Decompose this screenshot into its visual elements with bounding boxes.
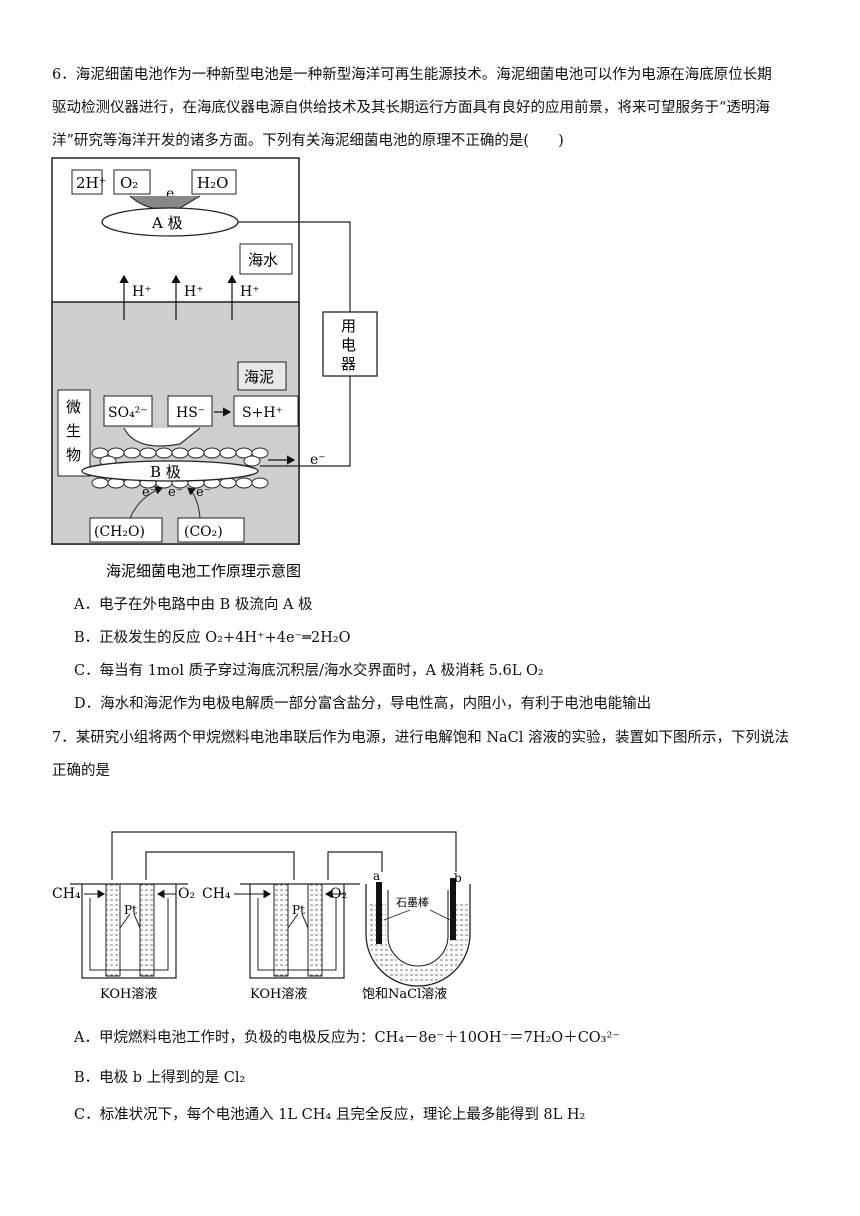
hs-label: HS⁻ bbox=[176, 405, 205, 421]
hs-box bbox=[167, 395, 213, 427]
o2-label-1: O₂ bbox=[178, 886, 195, 902]
external-electron-label: e⁻ bbox=[310, 452, 326, 468]
o2-box bbox=[113, 169, 151, 195]
co2-label: (CO₂) bbox=[184, 524, 223, 540]
electron-label-1: e⁻ bbox=[142, 485, 157, 500]
graphite-label: 石墨棒 bbox=[396, 895, 429, 909]
fuel-cell-1 bbox=[70, 883, 188, 979]
q7-line-2: 正确的是 bbox=[52, 763, 110, 779]
pt-label-2: Pt bbox=[292, 903, 305, 917]
u-tube-cell bbox=[365, 884, 471, 987]
h2plus-box bbox=[71, 169, 103, 195]
h-plus-label-3: H⁺ bbox=[240, 284, 260, 300]
e-label: e bbox=[166, 186, 174, 202]
h2o-box bbox=[191, 169, 237, 195]
ch4-label-2: CH₄ bbox=[202, 886, 231, 902]
microbe-box bbox=[57, 389, 91, 477]
q6-line-2: 驱动检测仪器进行，在海底仪器电源自供给技术及其长期运行方面具有良好的应用前景，将… bbox=[52, 100, 770, 116]
fuel-cell-2 bbox=[240, 883, 360, 979]
pt-label-1: Pt bbox=[124, 903, 137, 917]
sea-mud-battery-diagram: 2H⁺ O₂ e H₂O A 极 用 电 器 海水 H⁺ H⁺ H⁺ 海泥 微 … bbox=[51, 157, 378, 580]
electrode-b-label: B 极 bbox=[150, 463, 181, 481]
o2-label: O₂ bbox=[120, 174, 138, 192]
electrode-a bbox=[376, 882, 382, 944]
q7-option-a: A．甲烷燃料电池工作时，负极的电极反应为：CH₄－8e⁻＋10OH⁻＝7H₂O＋… bbox=[74, 1030, 620, 1046]
koh-label-2: KOH溶液 bbox=[250, 987, 307, 1002]
koh-label-1: KOH溶液 bbox=[100, 987, 157, 1002]
load-label-1: 用 bbox=[341, 317, 356, 335]
sea-mud-label: 海泥 bbox=[244, 368, 274, 386]
co2-box bbox=[177, 517, 245, 543]
electrode-b bbox=[450, 878, 456, 940]
load-box bbox=[322, 311, 378, 377]
sea-mud-box bbox=[237, 361, 287, 391]
h2plus-label: 2H⁺ bbox=[76, 174, 107, 192]
electron-label-2: e⁻ bbox=[168, 485, 183, 500]
ch4-label-1: CH₄ bbox=[52, 886, 81, 902]
ch2o-box bbox=[89, 517, 163, 543]
q6-option-c: C．每当有 1mol 质子穿过海底沉积层/海水交界面时，A 极消耗 5.6L O… bbox=[74, 663, 544, 679]
microbe-label-2: 生 bbox=[66, 422, 81, 440]
load-label-3: 器 bbox=[341, 355, 356, 373]
electrode-b-label: b bbox=[454, 871, 462, 885]
electrode-b bbox=[81, 460, 259, 482]
q6-line-1: 6．海泥细菌电池作为一种新型电池是一种新型海洋可再生能源技术。海泥细菌电池可以作… bbox=[52, 67, 772, 83]
load-label-2: 电 bbox=[341, 336, 356, 354]
q6-option-b: B．正极发生的反应 O₂+4H⁺+4e⁻═2H₂O bbox=[74, 630, 351, 646]
seawater-box bbox=[239, 243, 293, 275]
h-plus-label-1: H⁺ bbox=[132, 284, 152, 300]
q7-option-c: C．标准状况下，每个电池通入 1L CH₄ 且完全反应，理论上最多能得到 8L … bbox=[74, 1107, 586, 1123]
diagram-caption: 海泥细菌电池工作原理示意图 bbox=[106, 562, 301, 580]
q6-option-d: D．海水和海泥作为电极电解质一部分富含盐分，导电性高，内阻小，有利于电池电能输出 bbox=[74, 696, 652, 712]
q7-option-b: B．电极 b 上得到的是 Cl₂ bbox=[74, 1070, 246, 1086]
electron-label-3: e⁻ bbox=[196, 485, 211, 500]
o2-label-2: O₂ bbox=[330, 886, 347, 902]
so4-box bbox=[103, 395, 153, 427]
microbe-label-1: 微 bbox=[66, 398, 81, 416]
ch2o-label: (CH₂O) bbox=[94, 524, 145, 540]
electrode-a-label: a bbox=[373, 869, 380, 883]
seawater-label: 海水 bbox=[248, 251, 278, 269]
h-plus-label-2: H⁺ bbox=[184, 284, 204, 300]
electrode-a-label: A 极 bbox=[151, 214, 183, 232]
h2o-label: H₂O bbox=[197, 174, 228, 192]
q6-line-3: 洋”研究等海洋开发的诸多方面。下列有关海泥细菌电池的原理不正确的是( ) bbox=[52, 133, 564, 149]
q7-line-1: 7．某研究小组将两个甲烷燃料电池串联后作为电源，进行电解饱和 NaCl 溶液的实… bbox=[52, 730, 790, 746]
nacl-label: 饱和NaCl溶液 bbox=[362, 987, 447, 1002]
so4-label: SO₄²⁻ bbox=[108, 405, 148, 421]
q6-option-a: A．电子在外电路中由 B 极流向 A 极 bbox=[74, 597, 313, 613]
s-h-box bbox=[233, 395, 299, 427]
s-h-label: S+H⁺ bbox=[242, 405, 283, 421]
fuel-cell-electrolysis-diagram: CH₄ O₂ Pt KOH溶液 CH₄ O₂ Pt KOH溶液 a b 石墨棒 … bbox=[52, 831, 471, 1002]
microbe-label-3: 物 bbox=[66, 446, 81, 464]
